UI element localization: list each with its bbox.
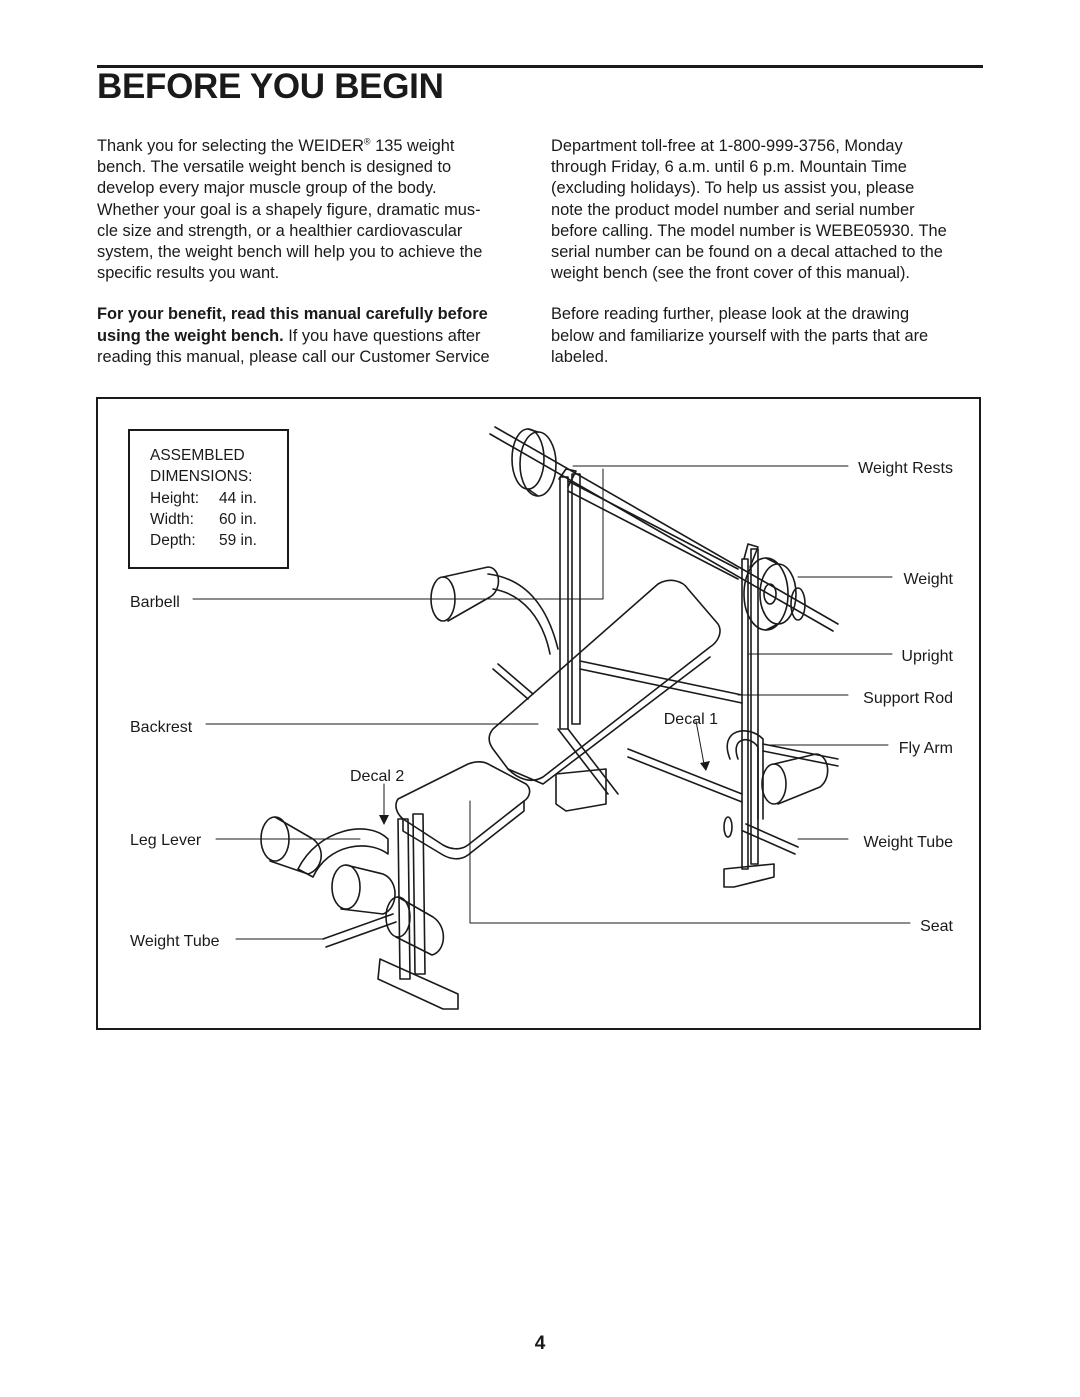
label-decal-2: Decal 2 xyxy=(350,768,404,785)
label-weight-tube-right: Weight Tube xyxy=(863,834,953,851)
read-manual-line-3: reading this manual, please call our Cus… xyxy=(97,347,490,366)
assembled-dimensions-box: ASSEMBLED DIMENSIONS: Height:44 in. Widt… xyxy=(128,429,289,569)
service-line: through Friday, 6 a.m. until 6 p.m. Moun… xyxy=(551,158,907,177)
read-manual-bold-line: For your benefit, read this manual caref… xyxy=(97,305,488,324)
weight-bench-drawing: Barbell Backrest Decal 2 Leg Lever Weigh… xyxy=(130,426,954,1010)
decal-2-arrow-icon xyxy=(379,815,389,825)
customer-service-paragraph: Department toll-free at 1-800-999-3756, … xyxy=(551,136,983,284)
drawing-intro-line: below and familiarize yourself with the … xyxy=(551,326,929,345)
intro-line: develop every major muscle group of the … xyxy=(97,179,437,198)
read-manual-line-2: using the weight bench. If you have ques… xyxy=(97,326,481,345)
left-column: Thank you for selecting the WEIDER® 135 … xyxy=(97,136,529,388)
registered-mark: ® xyxy=(363,136,371,147)
label-support-rod: Support Rod xyxy=(863,690,953,707)
decal-1-arrow-icon xyxy=(700,761,710,771)
intro-paragraph: Thank you for selecting the WEIDER® 135 … xyxy=(97,136,529,284)
page-number: 4 xyxy=(534,1333,546,1354)
drawing-intro-line: Before reading further, please look at t… xyxy=(551,305,910,324)
drawing-intro-line: labeled. xyxy=(551,347,609,366)
label-leg-lever: Leg Lever xyxy=(130,832,202,849)
label-barbell: Barbell xyxy=(130,594,180,611)
right-column: Department toll-free at 1-800-999-3756, … xyxy=(551,136,983,388)
dimension-height: Height:44 in. xyxy=(150,489,257,507)
seat xyxy=(395,761,531,860)
barbell xyxy=(489,426,839,632)
intro-line: system, the weight bench will help you t… xyxy=(97,243,483,262)
leader-lines xyxy=(192,465,911,940)
service-line: before calling. The model number is WEBE… xyxy=(551,221,947,240)
read-manual-paragraph: For your benefit, read this manual caref… xyxy=(97,304,529,368)
page-title: BEFORE YOU BEGIN xyxy=(97,67,444,106)
leg-lever-pads xyxy=(260,816,445,956)
label-weight: Weight xyxy=(903,571,953,588)
intro-line: specific results you want. xyxy=(97,264,280,283)
weight-tube-right xyxy=(723,816,799,855)
dimensions-heading: DIMENSIONS: xyxy=(150,468,253,486)
header-rule xyxy=(97,65,983,68)
backrest xyxy=(488,579,721,785)
label-weight-rests: Weight Rests xyxy=(858,460,953,477)
intro-line: bench. The versatile weight bench is des… xyxy=(97,158,452,177)
dimension-depth: Depth:59 in. xyxy=(150,532,257,550)
fly-arm-pad xyxy=(761,753,829,805)
decal-arrows xyxy=(379,761,710,825)
intro-line: cle size and strength, or a healthier ca… xyxy=(97,221,463,240)
service-line: (excluding holidays). To help us assist … xyxy=(551,179,915,198)
service-line: Department toll-free at 1-800-999-3756, … xyxy=(551,137,903,155)
service-line: weight bench (see the front cover of thi… xyxy=(551,264,910,283)
intro-line-1: Thank you for selecting the WEIDER® 135 … xyxy=(97,136,455,155)
dimension-width: Width:60 in. xyxy=(150,510,257,528)
dimensions-heading: ASSEMBLED xyxy=(150,447,245,464)
service-line: note the product model number and serial… xyxy=(551,200,915,219)
bench-frame xyxy=(297,468,839,1010)
intro-line: Whether your goal is a shapely figure, d… xyxy=(97,200,481,219)
weight-tube-left xyxy=(322,913,397,948)
label-fly-arm: Fly Arm xyxy=(899,740,953,757)
label-decal-1: Decal 1 xyxy=(664,711,718,728)
label-backrest: Backrest xyxy=(130,719,193,736)
label-upright: Upright xyxy=(901,648,953,665)
service-line: serial number can be found on a decal at… xyxy=(551,243,943,262)
label-weight-tube-left: Weight Tube xyxy=(130,933,220,950)
drawing-intro-paragraph: Before reading further, please look at t… xyxy=(551,304,983,368)
weight-bench-figure: ASSEMBLED DIMENSIONS: Height:44 in. Widt… xyxy=(96,397,981,1030)
label-seat: Seat xyxy=(920,918,953,935)
